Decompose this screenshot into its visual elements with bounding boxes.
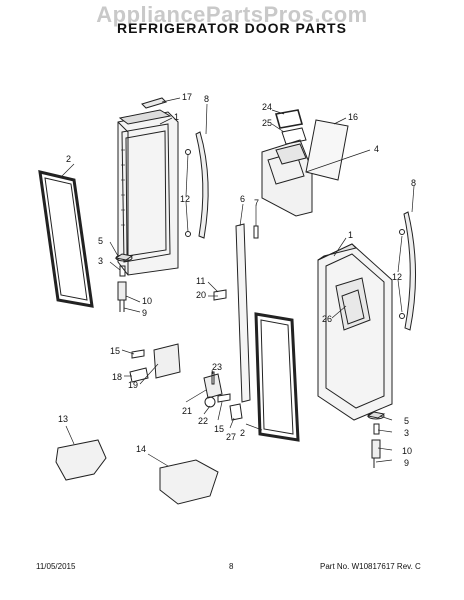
clip-20 bbox=[213, 289, 227, 301]
callout-6: 6 bbox=[240, 194, 245, 204]
switch-22 bbox=[204, 396, 216, 408]
bracket-18 bbox=[129, 367, 149, 383]
dispenser-trim-24 bbox=[274, 109, 304, 129]
right-door-assembly bbox=[317, 243, 393, 421]
callout-3-right: 3 bbox=[404, 428, 409, 438]
callout-10-right: 10 bbox=[402, 446, 412, 456]
callout-4: 4 bbox=[374, 144, 379, 154]
right-lower-hinge-parts bbox=[366, 411, 386, 468]
right-door-gasket bbox=[254, 312, 300, 442]
callout-10-left: 10 bbox=[142, 296, 152, 306]
callout-12-left: 12 bbox=[180, 194, 190, 204]
left-handle-screw-top bbox=[185, 149, 191, 155]
screw-15-left bbox=[131, 349, 145, 359]
screw-7 bbox=[253, 225, 259, 239]
left-lower-hinge-parts bbox=[114, 253, 134, 312]
dispenser-panel-25 bbox=[281, 127, 307, 145]
callout-5-right: 5 bbox=[404, 416, 409, 426]
callout-2-right: 2 bbox=[240, 428, 245, 438]
right-handle-screw-bottom bbox=[399, 313, 405, 319]
footer-part-number: Part No. W10817617 Rev. C bbox=[320, 562, 421, 571]
callout-9-right: 9 bbox=[404, 458, 409, 468]
callout-13: 13 bbox=[58, 414, 68, 424]
dispenser-switch-19 bbox=[153, 343, 181, 379]
callout-11: 11 bbox=[196, 276, 205, 286]
left-handle-screw-bottom bbox=[185, 231, 191, 237]
callout-7: 7 bbox=[254, 198, 259, 208]
screw-23 bbox=[211, 371, 215, 385]
callout-20: 20 bbox=[196, 290, 206, 300]
callout-15-left: 15 bbox=[110, 346, 120, 356]
callout-9-left: 9 bbox=[142, 308, 147, 318]
hinge-cover-17 bbox=[141, 97, 167, 109]
callout-17: 17 bbox=[182, 92, 192, 102]
callout-18: 18 bbox=[112, 372, 122, 382]
right-door-handle bbox=[403, 211, 417, 331]
callout-22: 22 bbox=[198, 416, 208, 426]
left-door-handle bbox=[195, 131, 209, 239]
footer-date: 11/05/2015 bbox=[36, 562, 76, 571]
dispenser-door-16 bbox=[305, 119, 349, 181]
footer-page-number: 8 bbox=[229, 562, 234, 571]
callout-26: 26 bbox=[322, 314, 332, 324]
dispenser-tube-rod bbox=[235, 223, 251, 403]
left-door-gasket bbox=[38, 170, 94, 308]
callout-19: 19 bbox=[128, 380, 138, 390]
callout-5-left: 5 bbox=[98, 236, 103, 246]
screw-15-right bbox=[217, 393, 231, 403]
callout-16: 16 bbox=[348, 112, 358, 122]
callout-27: 27 bbox=[226, 432, 236, 442]
callout-24: 24 bbox=[262, 102, 272, 112]
clip-27 bbox=[229, 403, 243, 421]
callout-25: 25 bbox=[262, 118, 272, 128]
leader-lines bbox=[61, 97, 415, 467]
callout-2-left: 2 bbox=[66, 154, 71, 164]
door-bin-13 bbox=[55, 439, 107, 481]
left-door-assembly bbox=[117, 109, 179, 276]
callout-8-right: 8 bbox=[411, 178, 416, 188]
callout-3-left: 3 bbox=[98, 256, 103, 266]
callout-12-right: 12 bbox=[392, 272, 402, 282]
callout-labels: 17 1 8 2 12 5 3 10 9 24 25 16 4 6 7 8 1 … bbox=[58, 92, 416, 468]
door-bin-14 bbox=[159, 459, 219, 505]
callout-21: 21 bbox=[182, 406, 192, 416]
watermark-text: AppliancePartsPros.com bbox=[96, 2, 368, 27]
callout-14: 14 bbox=[136, 444, 146, 454]
dispenser-housing bbox=[261, 139, 313, 217]
actuator-21 bbox=[203, 373, 223, 399]
right-handle-screw-top bbox=[399, 229, 405, 235]
callout-1-left: 1 bbox=[174, 112, 179, 122]
callout-8-left: 8 bbox=[204, 94, 209, 104]
callout-15-right: 15 bbox=[214, 424, 224, 434]
callout-1-right: 1 bbox=[348, 230, 353, 240]
page-title: REFRIGERATOR DOOR PARTS bbox=[117, 20, 347, 36]
callout-23: 23 bbox=[212, 362, 222, 372]
